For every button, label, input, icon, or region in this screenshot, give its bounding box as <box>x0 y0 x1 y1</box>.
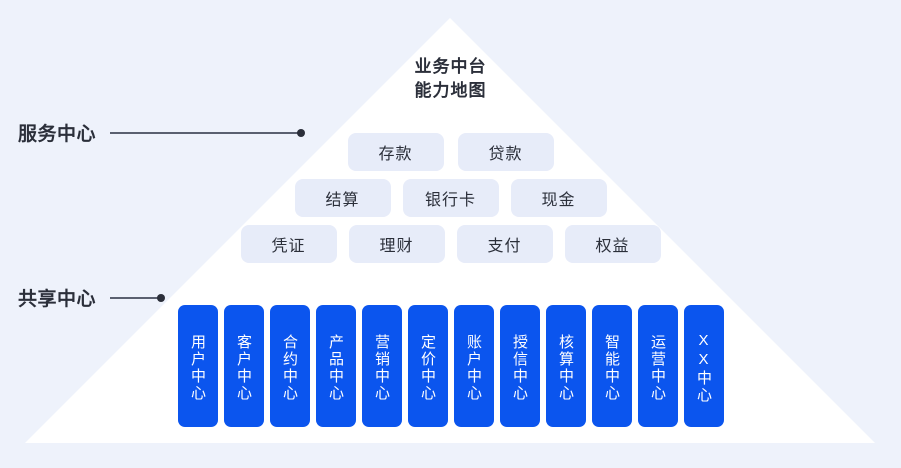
shared-center-card[interactable]: 授信中心 <box>499 305 540 427</box>
axis-label-service-center-text: 服务中心 <box>18 124 97 145</box>
shared-center-card[interactable]: 核算中心 <box>545 305 586 427</box>
service-chip[interactable]: 理财 <box>348 225 445 263</box>
service-chip[interactable]: 存款 <box>347 133 444 171</box>
shared-center-card-label: 授信中心 <box>511 334 528 402</box>
shared-center-card[interactable]: XX中心 <box>683 305 724 427</box>
page-title: 业务中台 能力地图 <box>0 55 901 103</box>
axis-label-shared-center: 共享中心 <box>18 284 163 311</box>
connector-line-shared <box>110 296 163 299</box>
shared-center-card[interactable]: 定价中心 <box>407 305 448 427</box>
service-chip[interactable]: 现金 <box>510 179 607 217</box>
service-chip[interactable]: 权益 <box>564 225 661 263</box>
service-chip-row-2: 结算 银行卡 现金 <box>0 179 901 217</box>
shared-center-card[interactable]: 客户中心 <box>223 305 264 427</box>
shared-center-card-label: 核算中心 <box>557 334 574 402</box>
shared-center-card-label: 客户中心 <box>235 334 252 402</box>
service-chip[interactable]: 结算 <box>294 179 391 217</box>
shared-center-card-label: 账户中心 <box>465 334 482 402</box>
shared-center-card-list: 用户中心 客户中心 合约中心 产品中心 营销中心 定价中心 账户中心 授信中心 … <box>0 305 901 427</box>
service-chip-row-1: 存款 贷款 <box>0 133 901 171</box>
shared-center-card-label: XX中心 <box>695 332 712 404</box>
shared-center-card-label: 运营中心 <box>649 334 666 402</box>
shared-center-card-label: 产品中心 <box>327 334 344 402</box>
service-chip[interactable]: 支付 <box>456 225 553 263</box>
shared-center-card[interactable]: 产品中心 <box>315 305 356 427</box>
shared-center-card[interactable]: 用户中心 <box>177 305 218 427</box>
shared-center-card[interactable]: 营销中心 <box>361 305 402 427</box>
service-chip[interactable]: 凭证 <box>240 225 337 263</box>
shared-center-card[interactable]: 账户中心 <box>453 305 494 427</box>
shared-center-card-label: 智能中心 <box>603 334 620 402</box>
shared-center-card[interactable]: 运营中心 <box>637 305 678 427</box>
connector-line-service <box>110 131 303 134</box>
service-chip[interactable]: 贷款 <box>457 133 554 171</box>
service-chip[interactable]: 银行卡 <box>402 179 499 217</box>
shared-center-card-label: 用户中心 <box>189 334 206 402</box>
shared-center-card[interactable]: 合约中心 <box>269 305 310 427</box>
axis-label-service-center: 服务中心 <box>18 119 303 146</box>
page-title-line-1: 业务中台 <box>414 57 487 76</box>
shared-center-card-label: 营销中心 <box>373 334 390 402</box>
service-chip-row-3: 凭证 理财 支付 权益 <box>0 225 901 263</box>
shared-center-card-label: 合约中心 <box>281 334 298 402</box>
page-title-line-2: 能力地图 <box>414 81 487 101</box>
axis-label-shared-center-text: 共享中心 <box>18 289 97 310</box>
shared-center-card[interactable]: 智能中心 <box>591 305 632 427</box>
shared-center-card-label: 定价中心 <box>419 334 436 402</box>
